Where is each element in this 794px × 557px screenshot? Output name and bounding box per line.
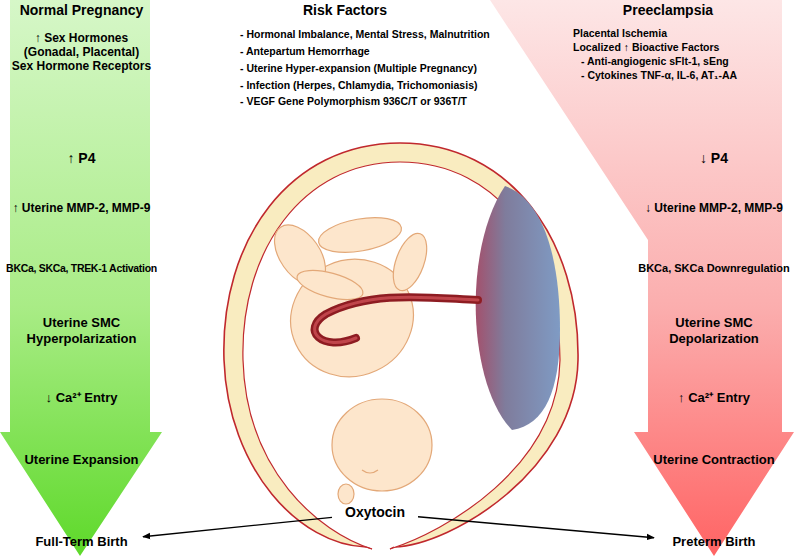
node-text: ↑ P4 (0, 150, 163, 167)
umbilical-cord-highlight (315, 297, 478, 342)
risk-factor-item: - VEGF Gene Polymorphism 936C/T or 936T/… (240, 95, 467, 108)
node-text: - Anti-angiogenic sFlt-1, sEng (581, 55, 793, 68)
node-text: Localized ↑ Bioactive Factors (573, 41, 793, 54)
section-heading: Risk Factors (303, 2, 387, 19)
node-text: Sex Hormone Receptors (0, 59, 163, 74)
node-text: Placental Ischemia (573, 27, 793, 40)
cervix-line (366, 547, 394, 549)
node-text: Uterine Contraction (634, 452, 794, 468)
band-outline (0, 0, 163, 557)
node-text: Uterine SMC Depolarization (634, 315, 794, 347)
uterus-cavity (243, 162, 560, 549)
node-text: - Cytokines TNF-α, IL-6, AT₁-AA (581, 69, 793, 82)
risk-factor-item: - Hormonal Imbalance, Mental Stress, Mal… (240, 28, 490, 41)
band-shape (0, 0, 162, 556)
connector-arrow (418, 517, 654, 538)
band-shape (490, 0, 794, 556)
outcome-box: Preterm Birth (654, 533, 774, 553)
connector-arrow (143, 517, 332, 536)
outcome-box: Full-Term Birth (20, 533, 143, 553)
node-text: ↓ Uterine MMP-2, MMP-9 (634, 201, 794, 216)
node-text: ↑ Ca²⁺ Entry (634, 390, 794, 406)
node-text: Oxytocin (332, 504, 418, 521)
node-text: ↑ Sex Hormones (0, 31, 163, 46)
node-text: BKCa, SKCa Downregulation (634, 262, 794, 275)
arrow-band: Normal Pregnancy ↑ Sex Hormones(Gonadal, … (0, 0, 163, 557)
node-text: Uterine SMC Hyperpolarization (0, 315, 163, 347)
node-text: (Gonadal, Placental) (0, 45, 163, 60)
fetus (264, 212, 433, 504)
node-text: ↓ P4 (634, 150, 794, 167)
umbilical-cord (315, 297, 478, 342)
node-text: Normal Pregnancy (0, 2, 163, 19)
node-text: Full-Term Birth (20, 534, 143, 550)
node-text: Preterm Birth (654, 534, 774, 550)
node-text: BKCa, SKCa, TREK-1 Activation (0, 262, 163, 275)
risk-factor-item: - Infection (Herpes, Chlamydia, Trichomo… (240, 79, 477, 92)
node-text: Uterine Expansion (0, 452, 163, 468)
risk-factor-item: - Antepartum Hemorrhage (240, 45, 370, 58)
placenta (476, 186, 560, 430)
node-text: Preeclampsia (588, 2, 748, 19)
node-text: ↓ Ca²⁺ Entry (0, 390, 163, 406)
risk-factor-item: - Uterine Hyper-expansion (Multiple Preg… (240, 62, 477, 75)
node-text: ↑ Uterine MMP-2, MMP-9 (0, 201, 163, 216)
hormone-box: Oxytocin (332, 503, 418, 523)
